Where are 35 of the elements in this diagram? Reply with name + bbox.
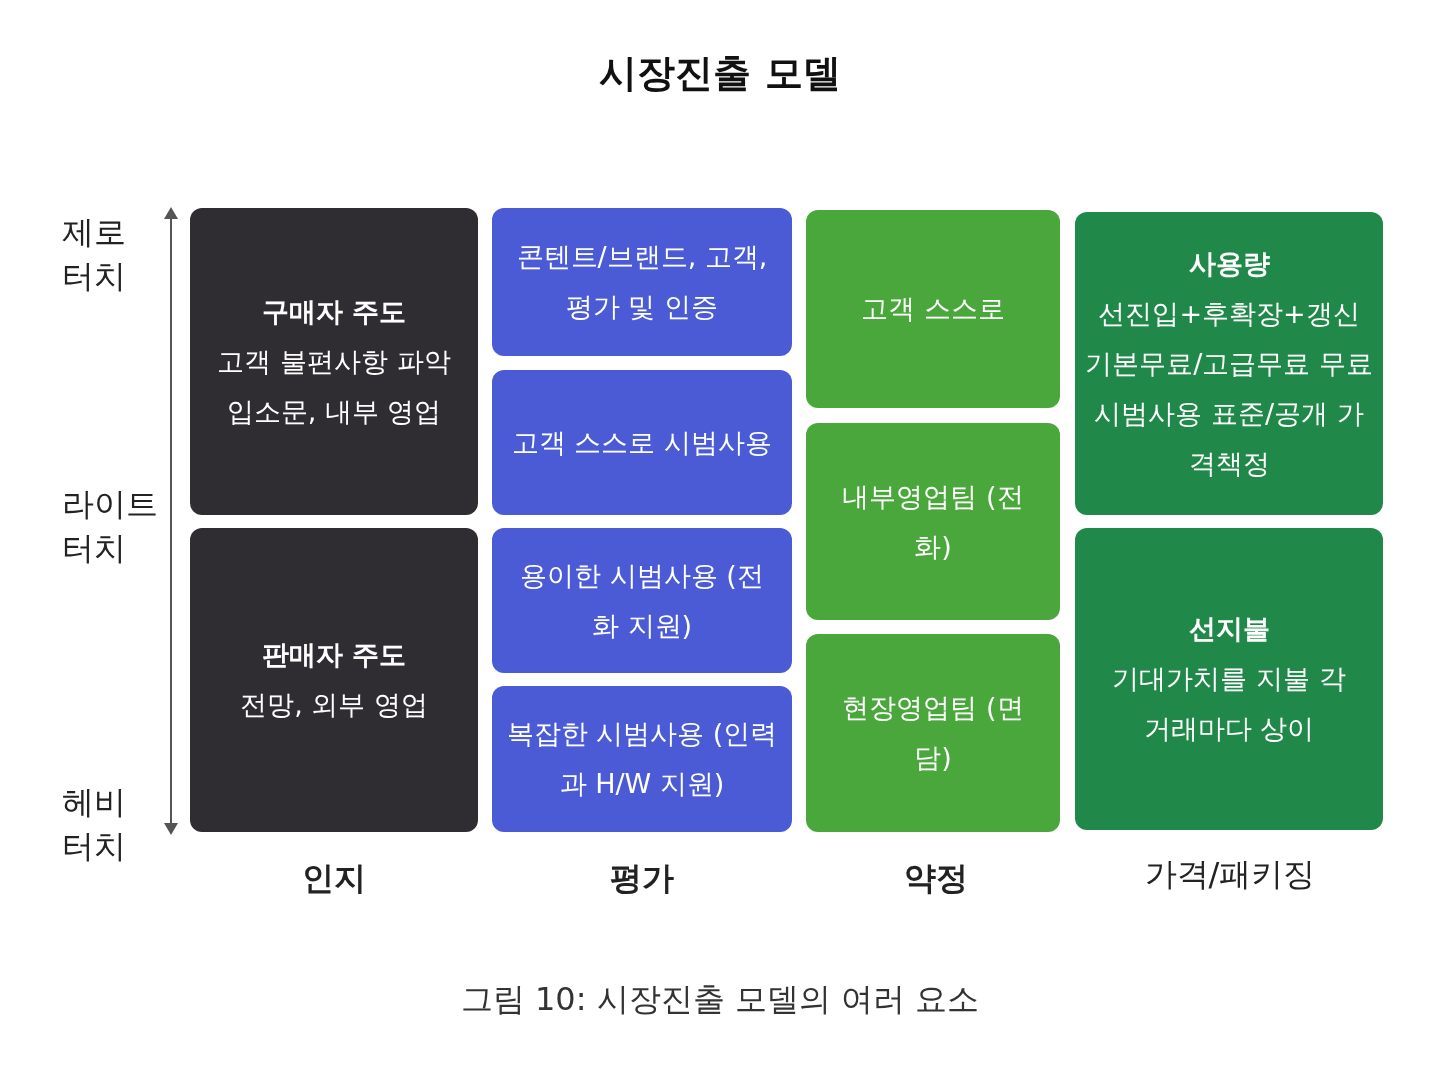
category-box (190, 208, 478, 515)
box-text: 선진입+후확장+갱신 기본무료/고급무료 무료시범사용 표준/공개 가격책정 (1085, 296, 1373, 481)
box-text: 내부영업팀 (전화) (841, 479, 1025, 564)
category-box (492, 686, 792, 832)
axis-label: 제로 터치 (62, 212, 127, 297)
category-box (1075, 212, 1383, 515)
column-label: 약정 (903, 858, 969, 899)
box-heading: 선지불 (1188, 612, 1270, 646)
diagram-title: 시장진출 모델 (598, 50, 842, 97)
category-box (492, 208, 792, 356)
box-text: 콘텐트/브랜드, 고객, 평가 및 인증 (515, 240, 769, 324)
category-box (806, 634, 1060, 832)
column-label: 가격/패키징 (1143, 854, 1317, 895)
figure-caption: 그림 10: 시장진출 모델의 여러 요소 (459, 979, 981, 1020)
axis-label: 라이트 터치 (62, 484, 159, 569)
category-box (492, 370, 792, 515)
box-text: 고객 불편사항 파악 입소문, 내부 영업 (216, 344, 452, 429)
box-text: 전망, 외부 영업 (240, 688, 428, 722)
category-box (190, 528, 478, 832)
box-text: 고객 스스로 (861, 292, 1005, 326)
category-box (1075, 528, 1383, 830)
category-box (492, 528, 792, 673)
box-heading: 사용량 (1188, 246, 1270, 281)
axis-label: 헤비 터치 (62, 782, 127, 867)
box-text: 기대가치를 지불 각 거래마다 상이 (1111, 662, 1347, 746)
column-label: 평가 (609, 858, 675, 899)
box-heading: 구매자 주도 (261, 294, 407, 329)
category-box (806, 210, 1060, 408)
box-text: 고객 스스로 시범사용 (511, 425, 773, 460)
box-text: 용이한 시범사용 (전화 지원) (519, 558, 765, 643)
box-text: 복잡한 시범사용 (인력과 H/W 지원) (505, 717, 779, 801)
category-box (806, 423, 1060, 620)
box-text: 현장영업팀 (면담) (841, 691, 1025, 775)
box-heading: 판매자 주도 (261, 638, 407, 672)
column-label: 인지 (301, 858, 367, 899)
